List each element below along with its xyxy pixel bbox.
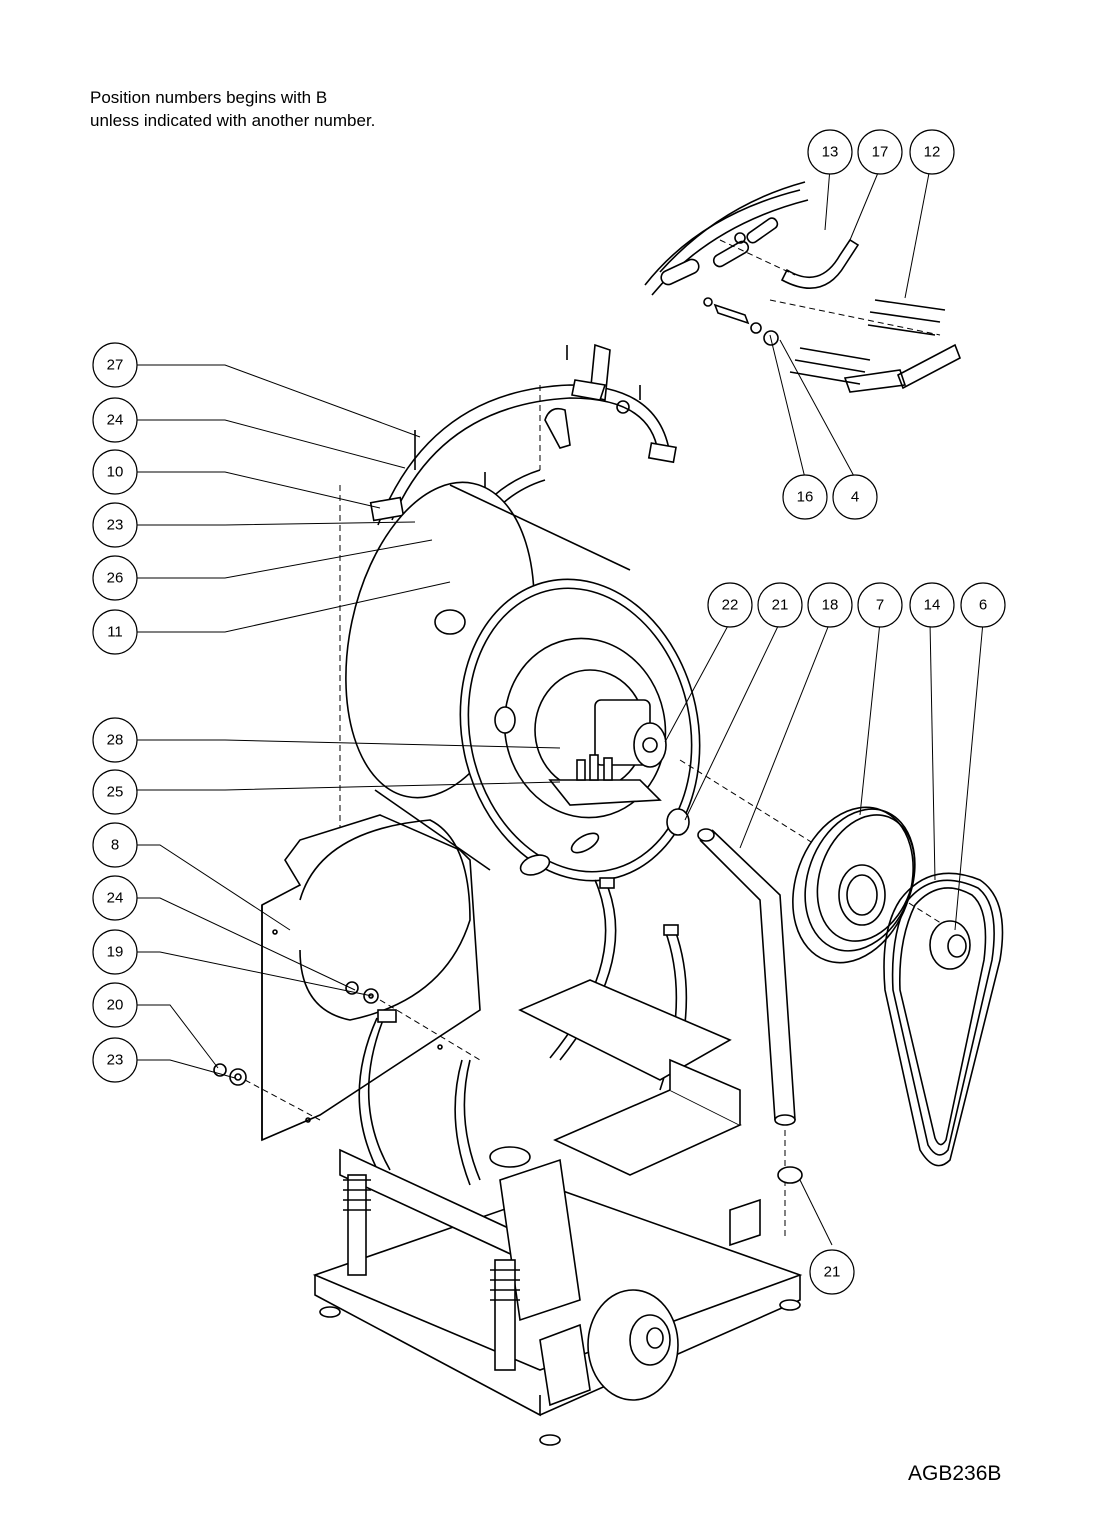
svg-text:6: 6: [979, 597, 987, 614]
svg-text:13: 13: [822, 144, 839, 161]
svg-text:20: 20: [107, 997, 124, 1014]
small-hardware: [213, 981, 481, 1121]
rear-plate: [261, 814, 481, 1142]
callout-28: 28: [92, 717, 138, 763]
callout-12: 12: [909, 129, 955, 175]
callout-7: 7: [857, 582, 903, 628]
callout-25: 25: [92, 769, 138, 815]
svg-text:19: 19: [107, 944, 124, 961]
svg-text:14: 14: [924, 597, 941, 614]
drum: [345, 481, 701, 882]
callout-6: 6: [960, 582, 1006, 628]
callout-bubbles: 13 17 12 16 4 27 24 10 23 26 11 22 21 18…: [92, 129, 1006, 1295]
callout-26: 26: [92, 555, 138, 601]
svg-text:27: 27: [107, 357, 124, 374]
pulley-and-belt: [679, 759, 1004, 1167]
callout-27: 27: [92, 342, 138, 388]
svg-text:8: 8: [111, 837, 119, 854]
callout-10: 10: [92, 449, 138, 495]
svg-text:4: 4: [851, 489, 859, 506]
front-band: [339, 343, 677, 950]
position-note: Position numbers begins with B unless in…: [90, 86, 375, 132]
svg-text:12: 12: [924, 144, 941, 161]
svg-text:24: 24: [107, 412, 124, 429]
svg-text:23: 23: [107, 517, 124, 534]
callout-14: 14: [909, 582, 955, 628]
svg-text:22: 22: [722, 597, 739, 614]
callout-8: 8: [92, 822, 138, 868]
callout-4: 4: [832, 474, 878, 520]
callout-20: 20: [92, 982, 138, 1028]
callout-19: 19: [92, 929, 138, 975]
svg-text:25: 25: [107, 784, 124, 801]
svg-text:10: 10: [107, 464, 124, 481]
hose: [666, 808, 803, 1184]
callout-22: 22: [707, 582, 753, 628]
drawing-code: AGB236B: [908, 1462, 1002, 1485]
svg-text:11: 11: [107, 624, 123, 641]
note-line-2: unless indicated with another number.: [90, 111, 376, 130]
callout-23-upper: 23: [92, 502, 138, 548]
svg-text:21: 21: [772, 597, 789, 614]
svg-text:7: 7: [876, 597, 884, 614]
callout-21-upper: 21: [757, 582, 803, 628]
callout-16: 16: [782, 474, 828, 520]
svg-text:24: 24: [107, 890, 124, 907]
svg-text:21: 21: [824, 1264, 841, 1281]
callout-11: 11: [92, 609, 138, 655]
frame-base: [312, 979, 803, 1446]
svg-text:28: 28: [107, 732, 124, 749]
callout-23-lower: 23: [92, 1037, 138, 1083]
callout-24-lower: 24: [92, 875, 138, 921]
leader-lines: [137, 167, 984, 1246]
svg-text:23: 23: [107, 1052, 124, 1069]
svg-text:18: 18: [822, 597, 839, 614]
heating-element-group: [644, 181, 962, 393]
callout-24-upper: 24: [92, 397, 138, 443]
callout-17: 17: [857, 129, 903, 175]
callout-13: 13: [807, 129, 853, 175]
note-line-1: Position numbers begins with B: [90, 88, 328, 107]
callout-21-lower: 21: [809, 1249, 855, 1295]
svg-text:26: 26: [107, 570, 124, 587]
svg-text:17: 17: [872, 144, 889, 161]
svg-text:16: 16: [797, 489, 814, 506]
callout-18: 18: [807, 582, 853, 628]
